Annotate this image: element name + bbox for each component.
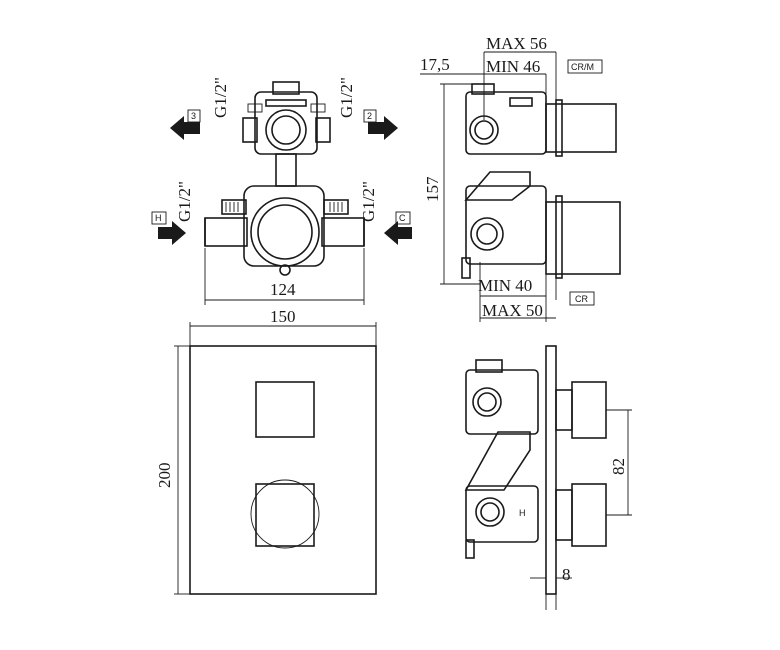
finish-tag-top: CR/M	[571, 62, 594, 72]
dimension-82: 82	[609, 458, 628, 475]
dimension-150: 150	[270, 307, 296, 326]
dimension-min-46: MIN 46	[486, 57, 540, 76]
thread-label-upper-left: G1/2"	[211, 77, 230, 118]
outlet-2-arrow-icon	[368, 116, 398, 140]
inlet-cold-arrow-icon	[384, 221, 412, 245]
finish-tag-bottom: CR	[575, 294, 588, 304]
thread-label-lower-right: G1/2"	[359, 181, 378, 222]
port-label-2: 2	[367, 111, 372, 121]
port-label-3: 3	[191, 111, 196, 121]
port-label-cold: C	[399, 213, 406, 223]
dimension-124: 124	[270, 280, 296, 299]
body-side-view	[461, 83, 621, 279]
finish-tag-box-bottom	[569, 291, 595, 306]
thread-label-upper-right: G1/2"	[337, 77, 356, 118]
dimension-min-40: MIN 40	[478, 276, 532, 295]
thread-label-lower-left: G1/2"	[175, 181, 194, 222]
inlet-hot-arrow-icon	[158, 221, 186, 245]
plate-dimension-lines	[174, 322, 377, 595]
dimension-max-50: MAX 50	[482, 301, 543, 320]
front-plate	[189, 345, 377, 595]
dimension-200: 200	[155, 463, 174, 489]
hot-mark: H	[519, 508, 526, 518]
dimension-max-56: MAX 56	[486, 34, 547, 53]
finish-tag-box-top	[567, 59, 603, 74]
dimension-17-5: 17,5	[420, 55, 450, 74]
installed-side-view	[464, 345, 607, 595]
installed-dimension-lines	[530, 409, 632, 610]
dimension-8: 8	[562, 565, 571, 584]
dimension-124-line	[204, 248, 365, 305]
port-label-hot: H	[155, 213, 162, 223]
side-dimension-lines	[420, 51, 557, 322]
body-front-view	[204, 81, 365, 276]
dimension-157: 157	[423, 176, 442, 202]
